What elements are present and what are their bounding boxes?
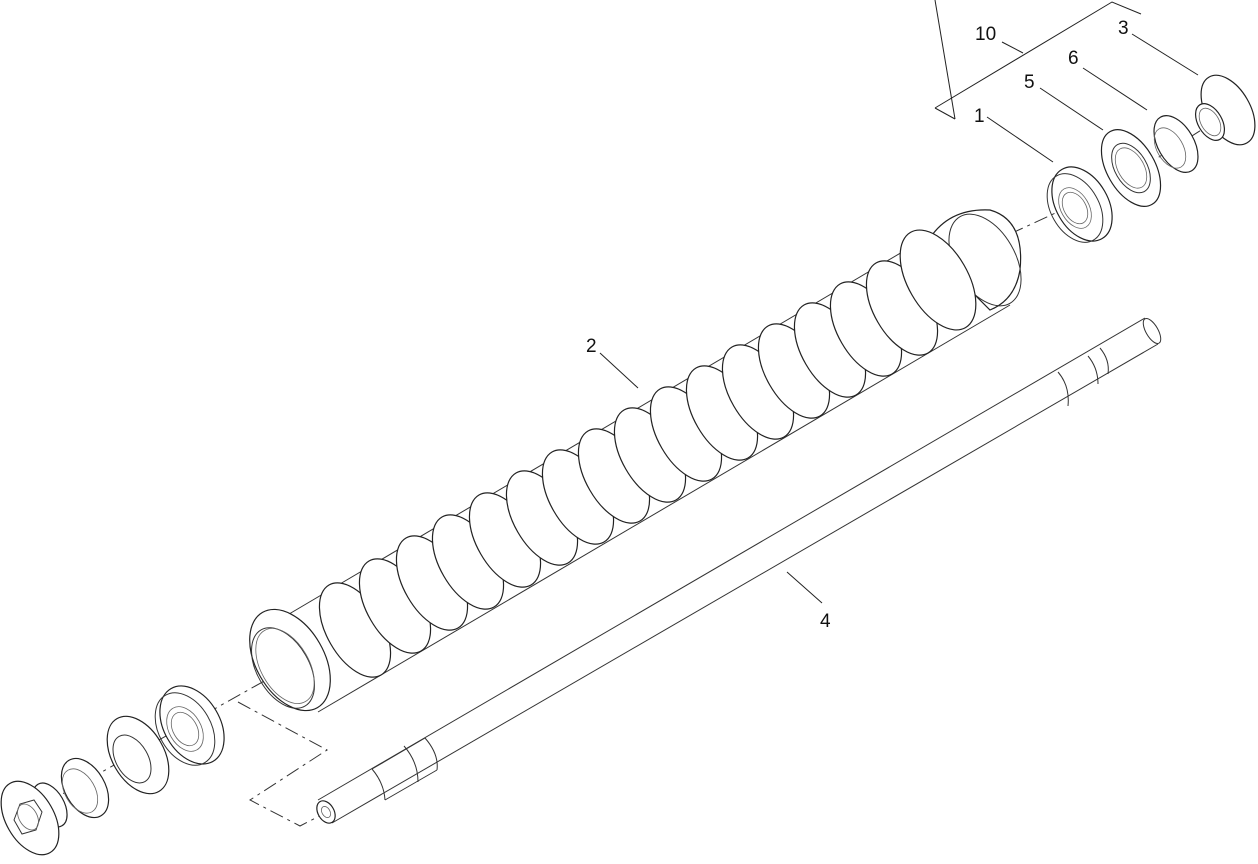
seal-5-right [1100, 129, 1162, 207]
callout-10: 10 [975, 24, 996, 45]
callout-6: 6 [1068, 48, 1079, 69]
spacer-6-right [1153, 115, 1199, 173]
leader-lines [599, 33, 1199, 604]
callout-1: 1 [974, 106, 985, 127]
callout-3: 3 [1118, 18, 1129, 39]
end-cap-3-right [1194, 74, 1256, 146]
bearing-1-right [1046, 166, 1113, 243]
callout-4: 4 [820, 611, 831, 632]
callout-5: 5 [1024, 72, 1035, 93]
shaft [316, 317, 1162, 824]
roller-ribs [318, 229, 977, 678]
callout-2: 2 [586, 336, 597, 357]
callout-labels: 10 3 6 5 1 2 4 [586, 18, 1129, 632]
spacer-left [60, 757, 110, 819]
group-bracket-10 [934, 0, 1142, 120]
seal-left [106, 715, 170, 795]
roller-tube [249, 209, 1022, 713]
end-cap-left [0, 780, 68, 856]
bearing-left [154, 685, 225, 766]
